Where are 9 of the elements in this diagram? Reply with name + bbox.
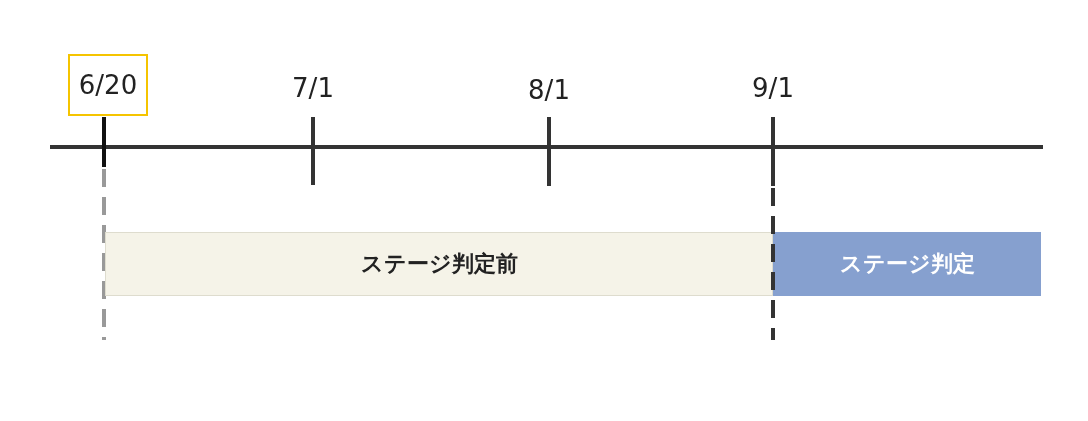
date-label: 6/20 bbox=[78, 70, 138, 100]
phase-bar bbox=[105, 232, 773, 296]
phase-label: ステージ判定 bbox=[839, 250, 975, 278]
phase-bar bbox=[773, 232, 1041, 296]
phase-label: ステージ判定前 bbox=[360, 250, 518, 278]
date-label: 7/1 bbox=[292, 73, 334, 103]
highlight-frame bbox=[68, 54, 148, 116]
date-label: 8/1 bbox=[528, 75, 570, 105]
date-label: 9/1 bbox=[752, 73, 794, 103]
